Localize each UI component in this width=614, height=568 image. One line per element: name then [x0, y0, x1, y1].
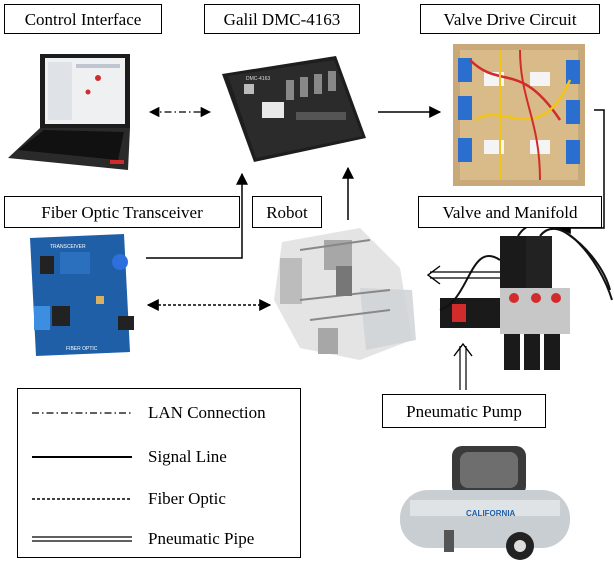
legend-lan-swatch: [32, 412, 132, 414]
fiber-transceiver-label: Fiber Optic Transceiver: [4, 196, 240, 228]
legend-lan-text: LAN Connection: [148, 403, 266, 422]
legend-row-signal: Signal Line: [18, 445, 300, 469]
air-compressor-icon: CALIFORNIA: [400, 446, 570, 560]
robot-icon: [274, 228, 416, 360]
legend-pipe-text: Pneumatic Pipe: [148, 529, 255, 548]
galil-label: Galil DMC-4163: [204, 4, 360, 34]
legend-signal-text: Signal Line: [148, 447, 227, 466]
legend-fiber-text: Fiber Optic: [148, 489, 226, 508]
pipe-manifold-arrowhead: [426, 265, 441, 285]
valve-manifold-label: Valve and Manifold: [418, 196, 602, 228]
pneumatic-pump-label: Pneumatic Pump: [382, 394, 546, 428]
legend-fiber-swatch: [32, 498, 132, 500]
valve-drive-label: Valve Drive Circuit: [420, 4, 600, 34]
legend-pipe-swatch: [32, 536, 132, 542]
laptop-icon: [8, 54, 130, 170]
transceiver-header-text: TRANSCEIVER: [50, 244, 86, 250]
legend-row-lan: LAN Connection: [18, 401, 300, 425]
transceiver-footer-text: FIBER OPTIC: [66, 346, 98, 352]
legend-row-pipe: Pneumatic Pipe: [18, 527, 300, 551]
control-interface-label: Control Interface: [4, 4, 162, 34]
controller-model-text: DMC-4163: [246, 76, 270, 82]
valve-manifold-icon: [439, 222, 613, 370]
compressor-brand-text: CALIFORNIA: [466, 509, 516, 518]
legend-row-fiber: Fiber Optic: [18, 487, 300, 511]
signal-valve-drive-to-manifold: [558, 109, 605, 234]
pipe-pump-arrowhead: [453, 342, 473, 357]
robot-label: Robot: [252, 196, 322, 228]
transceiver-board-icon: TRANSCEIVER FIBER OPTIC: [30, 234, 134, 356]
circuit-board-icon: [453, 44, 585, 186]
signal-transceiver-to-galil: [146, 172, 248, 259]
controller-icon: DMC-4163: [222, 56, 366, 162]
legend-signal-swatch: [32, 456, 132, 458]
legend: LAN Connection Signal Line Fiber Optic P…: [17, 388, 301, 558]
